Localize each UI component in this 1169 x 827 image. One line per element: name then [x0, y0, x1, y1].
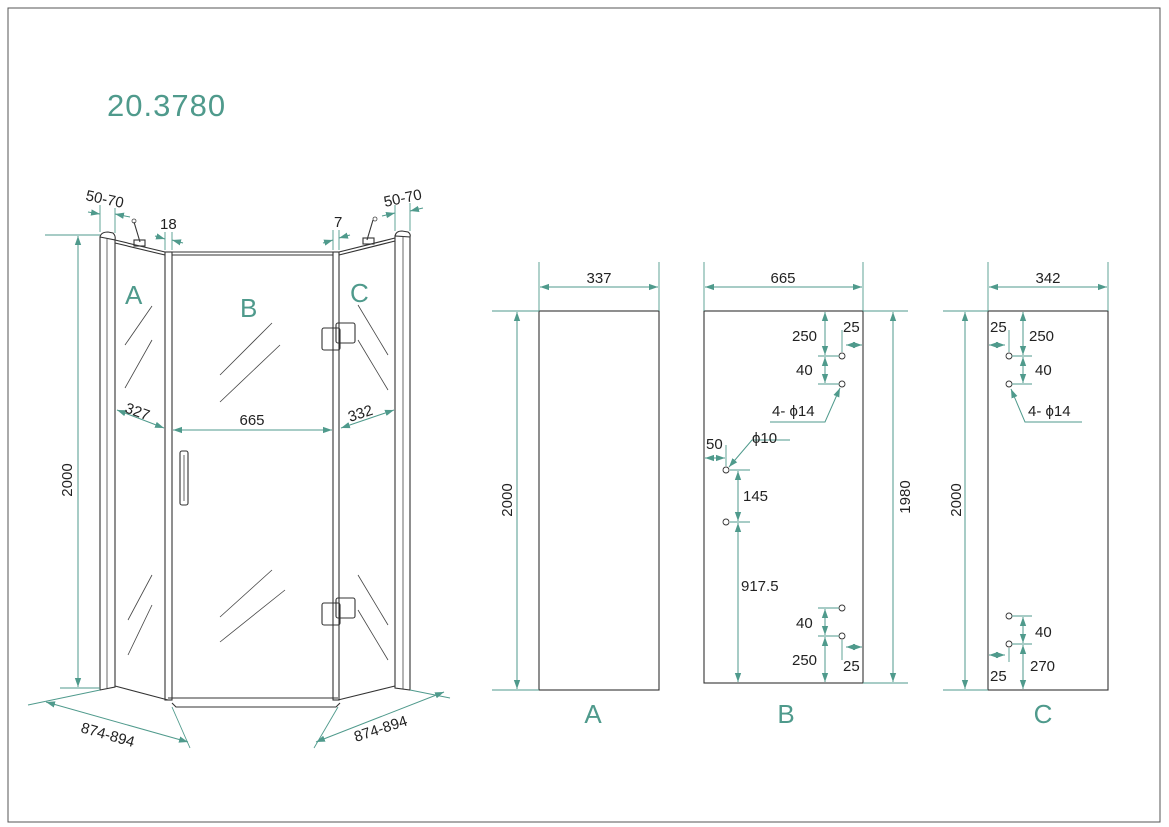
door-handle[interactable] — [179, 450, 189, 506]
handle-hole — [722, 518, 730, 526]
panel-a-glass — [114, 239, 169, 701]
hinge-hole — [1005, 640, 1013, 648]
panel-b-handle-bottom: 917.5 — [741, 578, 779, 595]
depth-left: 874-894 — [79, 720, 137, 752]
door-b-glass — [164, 251, 356, 708]
hinge-bottom — [321, 597, 356, 626]
panel-c-bottom-offset: 270 — [1030, 658, 1055, 675]
panel-b-hinge-spacing-top: 40 — [796, 362, 813, 379]
panel-b-hinge-spacing-bottom: 40 — [796, 615, 813, 632]
panel-b-top-offset: 250 — [792, 328, 817, 345]
panel-b-handle-spacing: 145 — [743, 488, 768, 505]
wall-adjust-right: 50-70 — [382, 186, 423, 211]
panel-c-label: C — [350, 278, 369, 308]
left-wall-profile — [99, 231, 116, 691]
panel-c-height: 2000 — [948, 483, 965, 516]
stabilizer-bar-left — [131, 218, 146, 247]
panel-b-hinge-holes: 4- ϕ14 — [772, 403, 815, 420]
wall-adjust-left: 50-70 — [84, 187, 125, 212]
panel-a-elevation: 337 2000 A — [492, 262, 660, 729]
panel-b-edge-offset-bottom: 25 — [843, 658, 860, 675]
width-c: 332 — [346, 402, 375, 426]
overview-height: 2000 — [59, 463, 76, 496]
hinge-hole — [838, 632, 846, 640]
panel-c-elevation: 342 2000 25 250 40 4- ϕ14 40 270 25 C — [943, 262, 1109, 729]
model-number: 20.3780 — [107, 88, 226, 123]
panel-c-edge-offset-bottom: 25 — [990, 668, 1007, 685]
panel-c-top-offset: 250 — [1029, 328, 1054, 345]
hinge-hole — [838, 352, 846, 360]
panel-b-label: B — [240, 293, 257, 323]
panel-b-handle-hole: ϕ10 — [752, 430, 777, 447]
panel-b-bottom-offset: 250 — [792, 652, 817, 669]
hinge-top — [321, 322, 356, 351]
width-b: 665 — [239, 412, 264, 429]
hinge-hole — [1005, 352, 1013, 360]
panel-c-width: 342 — [1035, 270, 1060, 287]
gap-left: 18 — [160, 216, 177, 233]
depth-right: 874-894 — [352, 713, 410, 746]
enclosure-overview: A B C 2000 50-70 18 7 50-70 327 — [27, 186, 451, 752]
panel-c-view-label: C — [1034, 699, 1053, 729]
panel-c-edge-offset-top: 25 — [990, 319, 1007, 336]
panel-a-label: A — [125, 280, 143, 310]
panel-b-elevation: 665 1980 250 25 40 4- ϕ14 ϕ10 50 145 917… — [703, 262, 914, 729]
panel-b-height: 1980 — [897, 480, 914, 513]
hinge-hole — [1005, 612, 1013, 620]
stabilizer-bar-right — [362, 216, 378, 245]
panel-c-hinge-spacing-top: 40 — [1035, 362, 1052, 379]
panel-b-view-label: B — [777, 699, 794, 729]
panel-c-hinge-spacing-bottom: 40 — [1035, 624, 1052, 641]
drawing-border — [7, 7, 1161, 823]
hinge-hole — [838, 604, 846, 612]
hinge-hole — [838, 380, 846, 388]
panel-b-edge-offset-top: 25 — [843, 319, 860, 336]
panel-a-width: 337 — [586, 270, 611, 287]
right-wall-profile — [394, 230, 411, 691]
handle-hole — [722, 466, 730, 474]
hinge-hole — [1005, 380, 1013, 388]
panel-a-height: 2000 — [499, 483, 516, 516]
panel-a-view-label: A — [584, 699, 602, 729]
width-a: 327 — [123, 400, 152, 425]
gap-right: 7 — [334, 214, 342, 231]
panel-b-width: 665 — [770, 270, 795, 287]
panel-b-handle-edge: 50 — [706, 436, 723, 453]
panel-c-hinge-holes: 4- ϕ14 — [1028, 403, 1071, 420]
